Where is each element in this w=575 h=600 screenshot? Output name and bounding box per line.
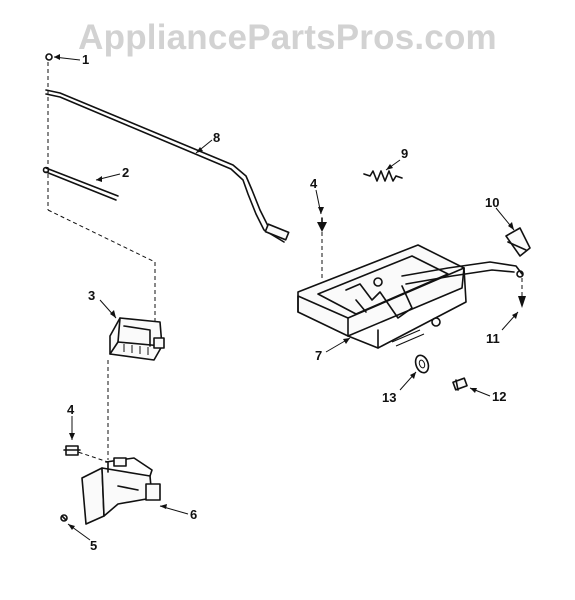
part-solenoid — [109, 317, 165, 361]
part-bolt — [518, 296, 526, 308]
watermark: AppliancePartsPros.com — [78, 18, 497, 57]
callout-9: 9 — [401, 146, 408, 161]
callout-2: 2 — [122, 165, 129, 180]
part-mounting-bracket — [81, 457, 161, 525]
assembly-guide-screw4b — [71, 449, 109, 463]
callout-6: 6 — [190, 507, 197, 522]
part-clip — [45, 53, 53, 61]
part-long-rod — [45, 89, 290, 243]
callout-7: 7 — [315, 348, 322, 363]
callout-3: 3 — [88, 288, 95, 303]
part-bracket-assembly — [297, 244, 467, 349]
callout-1: 1 — [82, 52, 89, 67]
part-short-rod — [42, 166, 119, 201]
part-screw-upper — [317, 217, 327, 232]
assembly-guide-bracket — [47, 209, 156, 325]
part-screw-lower — [63, 445, 81, 456]
callout-11: 11 — [486, 331, 500, 346]
callout-8: 8 — [213, 130, 220, 145]
part-lever-arm — [401, 227, 531, 285]
callout-5: 5 — [90, 538, 97, 553]
part-washer — [414, 354, 430, 374]
part-spring — [363, 170, 403, 182]
part-screw-right — [452, 377, 468, 391]
callout-4-lower: 4 — [67, 402, 75, 417]
leader-lines — [53, 54, 519, 541]
callout-13: 13 — [382, 390, 396, 405]
callout-4-upper: 4 — [310, 176, 318, 191]
part-screw-small — [60, 514, 68, 522]
callout-10: 10 — [485, 195, 499, 210]
callout-12: 12 — [492, 389, 506, 404]
